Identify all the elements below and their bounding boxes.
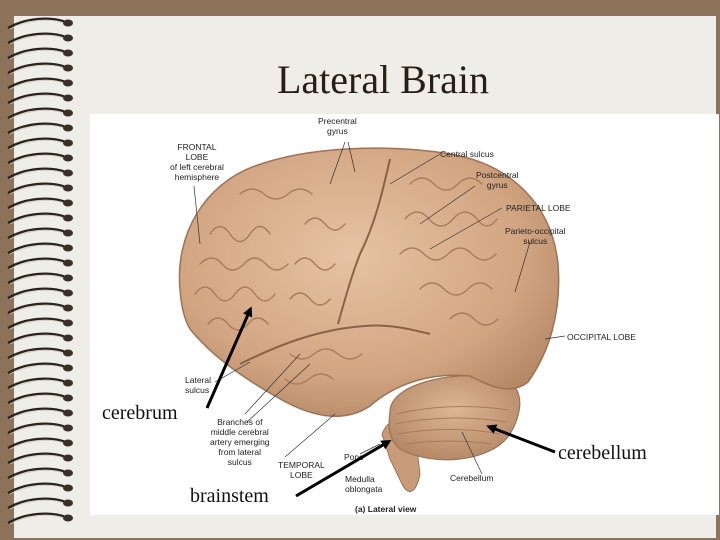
binding-coil — [7, 377, 73, 390]
spiral-binding — [7, 17, 73, 525]
binding-coil — [7, 182, 73, 195]
binding-coil — [7, 392, 73, 405]
binding-coil — [7, 422, 73, 435]
binding-coil — [7, 212, 73, 225]
binding-coil — [7, 407, 73, 420]
binding-coil — [7, 287, 73, 300]
binding-coil — [7, 92, 73, 105]
arrow-brainstem — [295, 439, 392, 498]
binding-coil — [7, 77, 73, 90]
label-pons: Pons — [344, 452, 364, 462]
label-parietal-lobe: PARIETAL LOBE — [506, 203, 571, 213]
binding-coil — [7, 467, 73, 480]
binding-coil — [7, 497, 73, 510]
binding-coil — [7, 167, 73, 180]
label-occipital-lobe: OCCIPITAL LOBE — [567, 332, 636, 342]
binding-coil — [7, 332, 73, 345]
binding-coil — [7, 122, 73, 135]
binding-coil — [7, 197, 73, 210]
annotation-cerebrum: cerebrum — [102, 402, 178, 424]
binding-coil — [7, 17, 73, 30]
annotation-cerebellum: cerebellum — [558, 442, 647, 464]
binding-coil — [7, 242, 73, 255]
binding-coil — [7, 362, 73, 375]
binding-coil — [7, 317, 73, 330]
binding-coil — [7, 512, 73, 525]
slide-title: Lateral Brain — [276, 57, 490, 102]
figure-caption: (a) Lateral view — [355, 504, 417, 514]
binding-coil — [7, 257, 73, 270]
binding-coil — [7, 137, 73, 150]
label-cerebellum-small: Cerebellum — [450, 473, 494, 483]
binding-coil — [7, 62, 73, 75]
binding-coil — [7, 482, 73, 495]
binding-coil — [7, 272, 73, 285]
arrow-cerebellum — [486, 424, 556, 454]
binding-coil — [7, 152, 73, 165]
annotation-brainstem: brainstem — [190, 485, 269, 507]
label-central-sulcus: Central sulcus — [440, 149, 494, 159]
binding-coil — [7, 107, 73, 120]
binding-coil — [7, 227, 73, 240]
binding-coil — [7, 32, 73, 45]
binding-coil — [7, 302, 73, 315]
binding-coil — [7, 47, 73, 60]
binding-coil — [7, 347, 73, 360]
brain-illustration — [178, 141, 566, 492]
binding-coil — [7, 452, 73, 465]
arrow-cerebrum — [205, 306, 253, 409]
binding-coil — [7, 437, 73, 450]
